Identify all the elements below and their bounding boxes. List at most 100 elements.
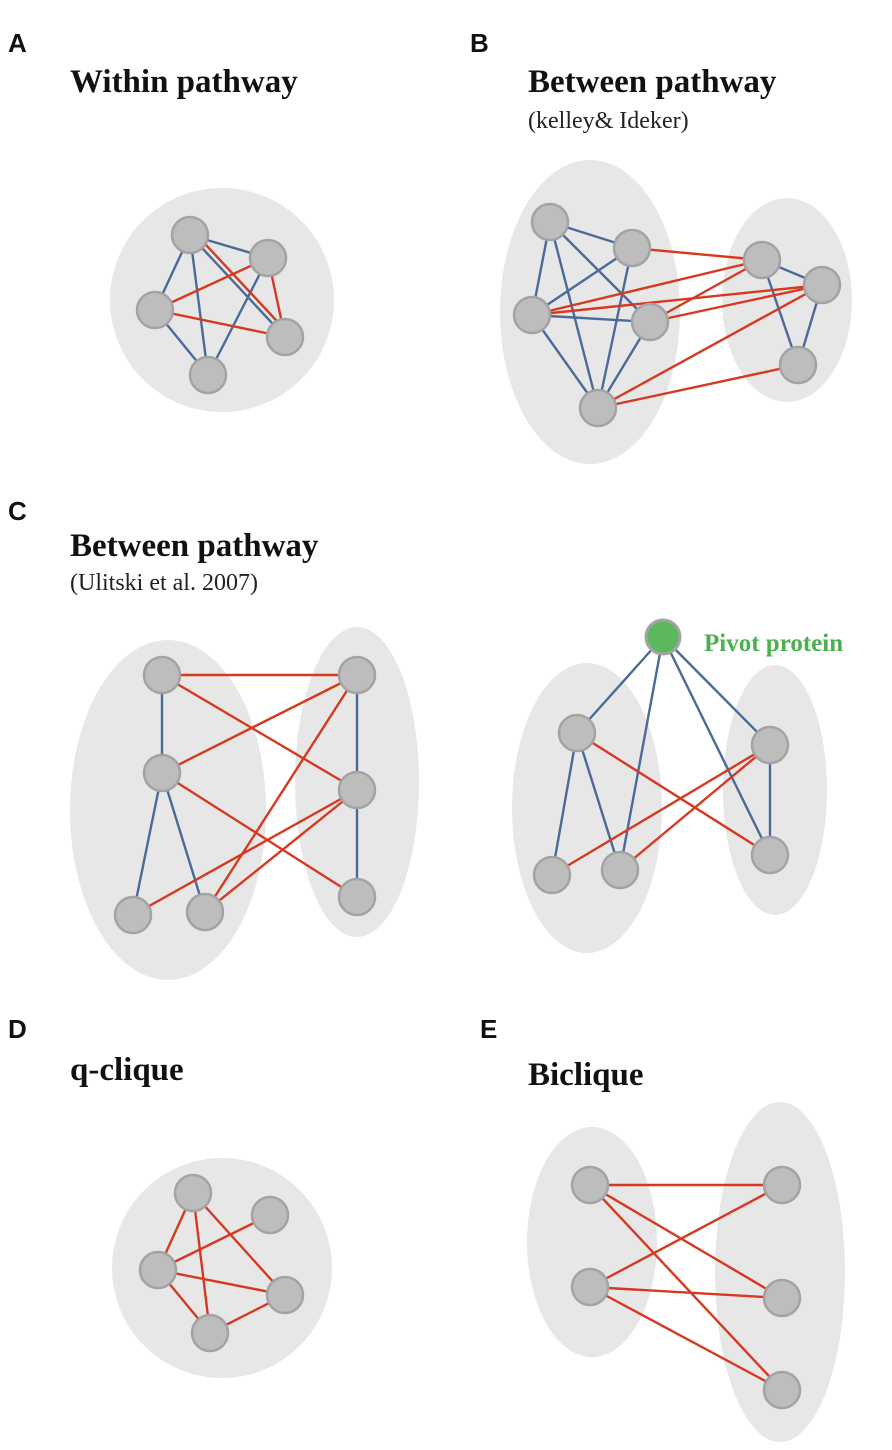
panel-c-node <box>113 895 153 935</box>
panel-e-edge <box>588 1285 784 1300</box>
panel-a-node <box>170 215 210 255</box>
panel-e-pathway-region-left <box>527 1127 657 1357</box>
panel-c-right-nodes <box>532 618 790 895</box>
panel-c-title: Between pathway <box>70 528 319 564</box>
panel-c-right-pathway-region-left <box>512 663 662 953</box>
panel-a-edges <box>153 229 290 377</box>
panel-c-edge-within <box>575 731 622 872</box>
panel-c-left-nodes <box>113 655 377 935</box>
panel-c-edge-pivot <box>661 635 772 747</box>
panel-a: A Within pathway <box>8 28 334 412</box>
panel-b-nodes <box>512 202 842 428</box>
panel-c: C Between pathway (Ulitski et al. 2007) <box>8 496 843 980</box>
panel-a-node <box>265 317 305 357</box>
panel-b-subtitle: (kelley& Ideker) <box>528 108 689 134</box>
pivot-protein-node <box>644 618 682 656</box>
panel-c-edge-within <box>131 771 164 917</box>
panel-a-title: Within pathway <box>70 64 298 100</box>
panel-b-edge-between <box>530 283 824 317</box>
panel-b-edge-within <box>596 246 634 410</box>
panel-c-letter: C <box>8 496 27 526</box>
panel-b-edge-between <box>596 363 800 410</box>
panel-c-edge-within <box>160 771 207 914</box>
panel-c-edge-between <box>160 673 359 792</box>
panel-c-edge-within <box>550 731 579 877</box>
panel-a-edge-within <box>188 233 287 339</box>
panel-d-nodes <box>138 1173 305 1353</box>
panel-b-edge-within <box>530 246 634 317</box>
panel-c-node <box>337 877 377 917</box>
panel-d-title: q-clique <box>70 1052 184 1088</box>
panel-b-node <box>530 202 570 242</box>
panel-b: B Between pathway (kelley& Ideker) <box>470 28 852 464</box>
panel-c-node <box>142 655 182 695</box>
panel-c-node <box>532 855 572 895</box>
panel-b-edge-between <box>630 246 764 262</box>
panel-a-node <box>188 355 228 395</box>
panel-c-left-edges <box>131 673 359 917</box>
panel-a-nodes <box>135 215 305 395</box>
panel-c-node <box>600 850 640 890</box>
panel-b-node <box>802 265 842 305</box>
panel-d-edge <box>191 1191 212 1335</box>
panel-b-edge-between <box>596 283 824 410</box>
panel-c-node <box>142 753 182 793</box>
panel-d-node <box>173 1173 213 1213</box>
panel-d-node <box>138 1250 178 1290</box>
panel-c-edge-between <box>575 731 772 857</box>
panel-c-edge-between <box>550 743 772 877</box>
panel-c-edge-between <box>618 743 772 872</box>
panel-d-edge <box>156 1268 287 1297</box>
panel-a-node <box>135 290 175 330</box>
panel-e-node <box>762 1165 802 1205</box>
panel-c-node <box>750 725 790 765</box>
pivot-protein-label: Pivot protein <box>704 630 843 657</box>
panel-d-edge <box>156 1213 272 1272</box>
panel-c-node <box>557 713 597 753</box>
panel-c-subtitle: (Ulitski et al. 2007) <box>70 570 258 596</box>
panel-b-edge-between <box>530 258 764 317</box>
panel-b-edge-between <box>648 258 764 324</box>
panel-c-node <box>337 770 377 810</box>
panel-b-letter: B <box>470 28 489 58</box>
panel-a-edge-between <box>153 256 270 312</box>
panel-b-node <box>742 240 782 280</box>
panel-e-node <box>570 1267 610 1307</box>
panel-b-node <box>778 345 818 385</box>
panel-e-pathway-region-right <box>715 1102 845 1442</box>
panel-d-node <box>190 1313 230 1353</box>
panel-a-edge-between <box>153 308 287 339</box>
panel-a-edge-within <box>206 256 270 377</box>
panel-e-nodes <box>570 1165 802 1410</box>
panel-a-edge-within <box>188 233 210 377</box>
panel-c-edge-between <box>203 673 359 914</box>
panel-c-edge-between <box>203 788 359 914</box>
panel-c-node <box>750 835 790 875</box>
panel-c-edge-pivot <box>575 635 665 735</box>
panel-e: E Biclique <box>480 1014 845 1442</box>
panel-a-letter: A <box>8 28 27 58</box>
panel-e-edge <box>588 1285 784 1392</box>
panel-b-edge-within <box>548 220 600 410</box>
panel-d: D q-clique <box>8 1014 332 1378</box>
panel-d-node <box>250 1195 290 1235</box>
panel-e-title: Biclique <box>528 1057 644 1093</box>
panel-e-edge <box>588 1183 784 1300</box>
panel-b-title: Between pathway <box>528 64 777 100</box>
panel-b-node <box>630 302 670 342</box>
panel-d-edge <box>191 1191 287 1297</box>
panel-d-letter: D <box>8 1014 27 1044</box>
panel-e-node <box>762 1370 802 1410</box>
panel-c-edge-between <box>160 771 359 899</box>
panel-b-edge-between <box>648 283 824 324</box>
panel-a-node <box>248 238 288 278</box>
panel-c-right-edges <box>550 635 772 877</box>
panel-a-edge-between <box>191 229 290 335</box>
panel-c-edge-pivot <box>661 635 772 857</box>
panel-e-edge <box>588 1183 784 1289</box>
panel-d-node <box>265 1275 305 1315</box>
panel-e-node <box>762 1278 802 1318</box>
panel-e-node <box>570 1165 610 1205</box>
panel-c-edge-between <box>131 788 359 917</box>
panel-e-edges <box>588 1183 784 1392</box>
